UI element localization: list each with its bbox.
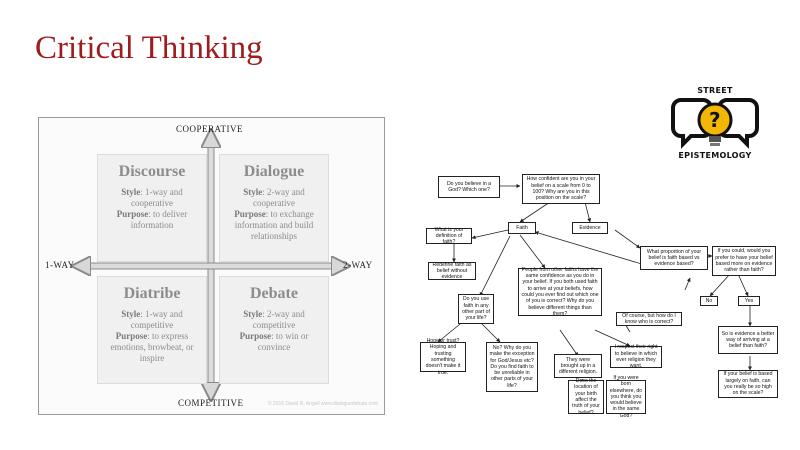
flow-box-hope-trust: Hope or trust? Hoping and trusting somet… (420, 338, 466, 376)
purpose-value: : to express emotions, browbeat, or insp… (110, 331, 194, 363)
speech-bubbles-icon (671, 98, 759, 149)
purpose-label: Purpose (234, 209, 266, 219)
street-epistemology-logo: STREET ? EPISTEMOLOGY (655, 84, 775, 168)
logo-text-bottom: EPISTEMOLOGY (678, 151, 752, 160)
copyright-text: © 2016 David R. Angell www.dialoguedebat… (267, 401, 378, 407)
purpose-value: : to win or convince (257, 331, 309, 352)
style-label: Style (243, 309, 263, 319)
communication-matrix: COOPERATIVE COMPETITIVE 1-WAY 2-WAY Disc… (38, 117, 385, 415)
axis-label-cooperative: COOPERATIVE (176, 124, 244, 134)
axis-label-competitive: COMPETITIVE (178, 398, 244, 408)
axis-label-one-way: 1-WAY (45, 260, 75, 270)
flow-box-respect-right: I respect their right to believe in whic… (610, 344, 662, 369)
question-mark-icon: ? (709, 108, 721, 132)
quadrant-debate: Debate Style: 2-way and competitive Purp… (219, 276, 329, 384)
style-value: : 2-way and competitive (252, 309, 305, 330)
flow-box-other-faiths: People from other faiths have the same c… (518, 267, 602, 317)
flow-box-definition: What is your definition of faith? (426, 227, 472, 245)
quadrant-title: Debate (250, 285, 298, 302)
street-epistemology-flowchart: Do you believe in a God? Which one? How … (420, 170, 780, 419)
style-value: : 1-way and cooperative (131, 187, 183, 208)
style-value: : 1-way and competitive (130, 309, 183, 330)
flow-box-birth-location: Does the location of your birth affect t… (568, 378, 604, 416)
style-value: : 2-way and cooperative (253, 187, 305, 208)
purpose-label: Purpose (115, 331, 148, 341)
quadrant-title: Dialogue (243, 163, 305, 180)
slide-title: Critical Thinking (35, 30, 263, 66)
flow-box-exception: No? Why do you make the exception for Go… (486, 342, 538, 392)
style-label: Style (243, 187, 263, 197)
purpose-value: : to deliver information (130, 209, 188, 230)
style-label: Style (121, 309, 141, 319)
logo-text-top: STREET (697, 86, 733, 95)
flow-box-born-elsewhere: If you were born elsewhere, do you think… (606, 375, 646, 419)
purpose-label: Purpose (239, 331, 272, 341)
flow-box-prefer-evidence: If you could, would you prefer to have y… (712, 246, 776, 276)
flow-box-believe: Do you believe in a God? Which one? (438, 176, 500, 198)
quadrant-dialogue: Dialogue Style: 2-way and cooperative Pu… (219, 154, 329, 262)
flow-box-proportion: What proportion of your belief is faith … (640, 246, 708, 270)
flow-box-faith-scale: If your belief is based largely on faith… (718, 370, 778, 398)
flow-box-no: No (700, 296, 718, 306)
flow-box-of-course: Of course, but how do I know who is corr… (616, 312, 682, 326)
flow-box-evidence: Evidence (572, 222, 608, 234)
flow-box-faith-other-parts: Do you use faith in any other part of yo… (458, 294, 494, 324)
flow-box-evidence-better: So is evidence a better way of arriving … (718, 326, 778, 354)
purpose-value: : to exchange information and build rela… (234, 209, 314, 241)
flow-box-confidence: How confident are you in your belief on … (522, 174, 600, 204)
axis-label-two-way: 2-WAY (343, 260, 373, 270)
quadrant-title: Discourse (118, 163, 186, 180)
style-label: Style (121, 187, 141, 197)
flow-box-redefine-faith: Redefine faith as belief without evidenc… (428, 262, 476, 280)
quadrant-diatribe: Diatribe Style: 1-way and competitive Pu… (97, 276, 207, 384)
flow-box-brought-up: They were brought up in a different reli… (554, 354, 602, 378)
purpose-label: Purpose (116, 209, 149, 219)
quadrant-title: Diatribe (123, 285, 181, 302)
matrix-arrows (39, 118, 384, 414)
flow-box-yes: Yes (738, 296, 760, 306)
quadrant-discourse: Discourse Style: 1-way and cooperative P… (97, 154, 207, 262)
flow-box-faith: Faith (508, 222, 536, 234)
